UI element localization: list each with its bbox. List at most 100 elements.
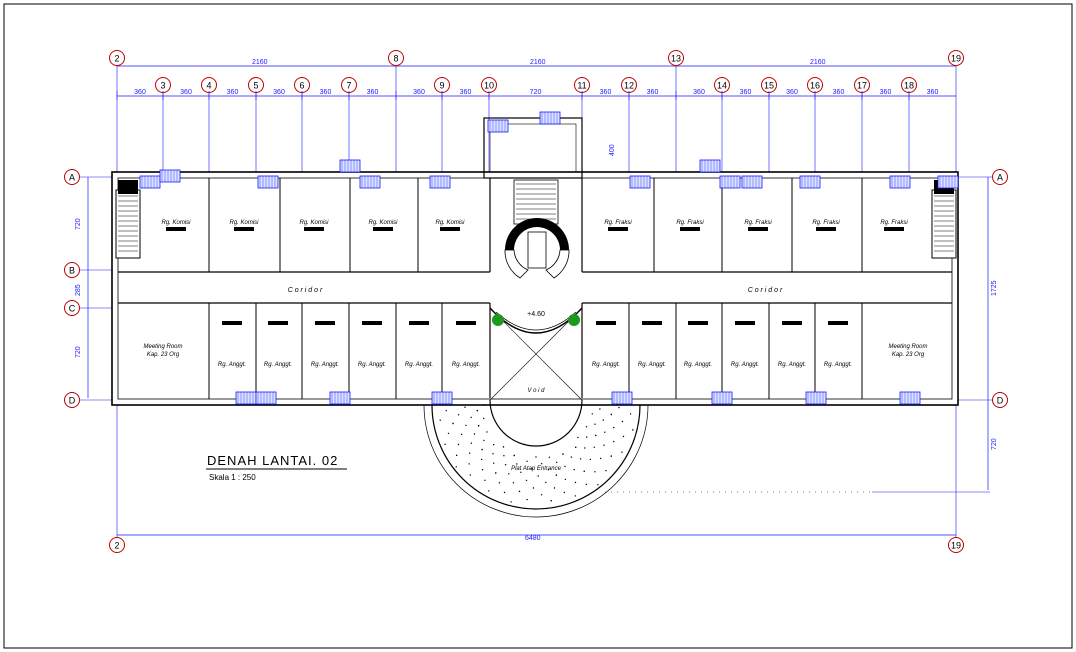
- svg-text:15: 15: [764, 81, 774, 91]
- bay-dimension: 360: [134, 89, 146, 96]
- room-label-fraksi-desk: [748, 227, 768, 231]
- top-dimension-lines: [87, 65, 989, 536]
- grid-marker-17: 17: [854, 77, 870, 93]
- shaft-block: [805, 391, 827, 405]
- room-label-fraksi-desk: [680, 227, 700, 231]
- grid-marker-row-C: C: [64, 300, 80, 316]
- bay-dimension: 360: [273, 89, 285, 96]
- svg-text:6: 6: [299, 81, 304, 91]
- svg-text:4: 4: [206, 81, 211, 91]
- grid-marker-4: 4: [201, 77, 217, 93]
- shaft-block: [699, 159, 721, 173]
- room-label-anggota: Rg. Anggt.: [592, 362, 620, 368]
- grid-marker-12: 12: [621, 77, 637, 93]
- dim-span-3: 2160: [810, 59, 826, 66]
- grid-marker-row-right-A: A: [992, 169, 1008, 185]
- room-label-komisi-desk: [166, 227, 186, 231]
- shaft-block: [159, 169, 181, 183]
- room-label-komisi-desk: [304, 227, 324, 231]
- room-label-anggota: Rg. Anggt.: [824, 362, 852, 368]
- bay-dimension: 360: [693, 89, 705, 96]
- major-dimension-texts: 2160 2160 2160 6480 720 285 720 1725 720…: [75, 59, 998, 542]
- bay-dimension: 720: [530, 89, 542, 96]
- bay-dimension: 360: [413, 89, 425, 96]
- grid-marker-top-2: 2: [109, 50, 125, 66]
- shaft-block: [899, 391, 921, 405]
- dim-overall-depth: 1725: [991, 280, 998, 296]
- room-label-anggota: Rg. Anggt.: [684, 362, 712, 368]
- room-label-fraksi: Rg. Fraksi: [604, 220, 632, 226]
- drawing-annotations: +4.60 V o i d Plat Atap Entrance C o r i…: [206, 287, 783, 482]
- grid-marker-row-A: A: [64, 169, 80, 185]
- dim-span-2: 2160: [530, 59, 546, 66]
- dim-lower-extent: 720: [991, 438, 998, 450]
- elevation-label: +4.60: [527, 311, 545, 318]
- svg-text:D: D: [997, 396, 1004, 406]
- grid-marker-14: 14: [714, 77, 730, 93]
- svg-text:2: 2: [114, 54, 119, 64]
- svg-text:18: 18: [904, 81, 914, 91]
- corridor-label-left: C o r i d o r: [288, 287, 323, 294]
- grid-marker-row-B: B: [64, 262, 80, 278]
- svg-text:3: 3: [160, 81, 165, 91]
- svg-text:A: A: [997, 173, 1003, 183]
- room-label-komisi: Rg. Komisi: [161, 220, 191, 226]
- room-label-fraksi: Rg. Fraksi: [880, 220, 908, 226]
- anggota-desk: [409, 321, 429, 325]
- room-label-komisi-desk: [234, 227, 254, 231]
- room-label-anggota: Rg. Anggt.: [218, 362, 246, 368]
- grid-marker-top-13: 13: [668, 50, 684, 66]
- grid-leaders: [80, 66, 992, 538]
- dim-span-1: 2160: [252, 59, 268, 66]
- dim-row-ab: 720: [75, 218, 82, 230]
- grid-marker-5: 5: [248, 77, 264, 93]
- room-label-komisi-desk: [440, 227, 460, 231]
- entrance-label: Plat Atap Entrance: [511, 466, 561, 472]
- room-label-komisi: Rg. Komisi: [229, 220, 259, 226]
- grid-marker-row-right-D: D: [992, 392, 1008, 408]
- bay-dimension: 360: [320, 89, 332, 96]
- shaft-block: [629, 175, 651, 189]
- svg-text:19: 19: [951, 541, 961, 551]
- svg-text:12: 12: [624, 81, 634, 91]
- svg-text:13: 13: [671, 54, 681, 64]
- room-label-komisi: Rg. Komisi: [435, 220, 465, 226]
- bay-dimension: 360: [740, 89, 752, 96]
- end-stairs: [115, 180, 957, 259]
- svg-text:11: 11: [577, 81, 586, 91]
- svg-text:10: 10: [484, 81, 494, 91]
- void-and-entrance: [423, 303, 990, 518]
- central-stair: [504, 179, 570, 279]
- shaft-block: [429, 175, 451, 189]
- service-shafts: [139, 111, 959, 405]
- bay-dimension: 360: [833, 89, 845, 96]
- svg-text:2: 2: [114, 541, 119, 551]
- room-label-fraksi: Rg. Fraksi: [676, 220, 704, 226]
- room-label-anggota: Rg. Anggt.: [405, 362, 433, 368]
- grid-marker-9: 9: [434, 77, 450, 93]
- room-label-anggota: Rg. Anggt.: [264, 362, 292, 368]
- anggota-desk: [362, 321, 382, 325]
- shaft-block: [235, 391, 257, 405]
- shaft-block: [359, 175, 381, 189]
- bay-dimension: 360: [180, 89, 192, 96]
- corridor-label-right: C o r i d o r: [748, 287, 783, 294]
- room-label-fraksi-desk: [884, 227, 904, 231]
- room-label-fraksi-desk: [816, 227, 836, 231]
- svg-text:B: B: [69, 266, 75, 276]
- room-label-anggota: Rg. Anggt.: [452, 362, 480, 368]
- svg-text:A: A: [69, 173, 75, 183]
- grid-marker-3: 3: [155, 77, 171, 93]
- svg-text:7: 7: [346, 81, 351, 91]
- grid-marker-18: 18: [901, 77, 917, 93]
- drawing-title: DENAH LANTAI. 02: [207, 453, 338, 468]
- svg-text:5: 5: [253, 81, 258, 91]
- shaft-block: [255, 391, 277, 405]
- dim-stair-depth: 400: [609, 144, 616, 156]
- anggota-desk: [456, 321, 476, 325]
